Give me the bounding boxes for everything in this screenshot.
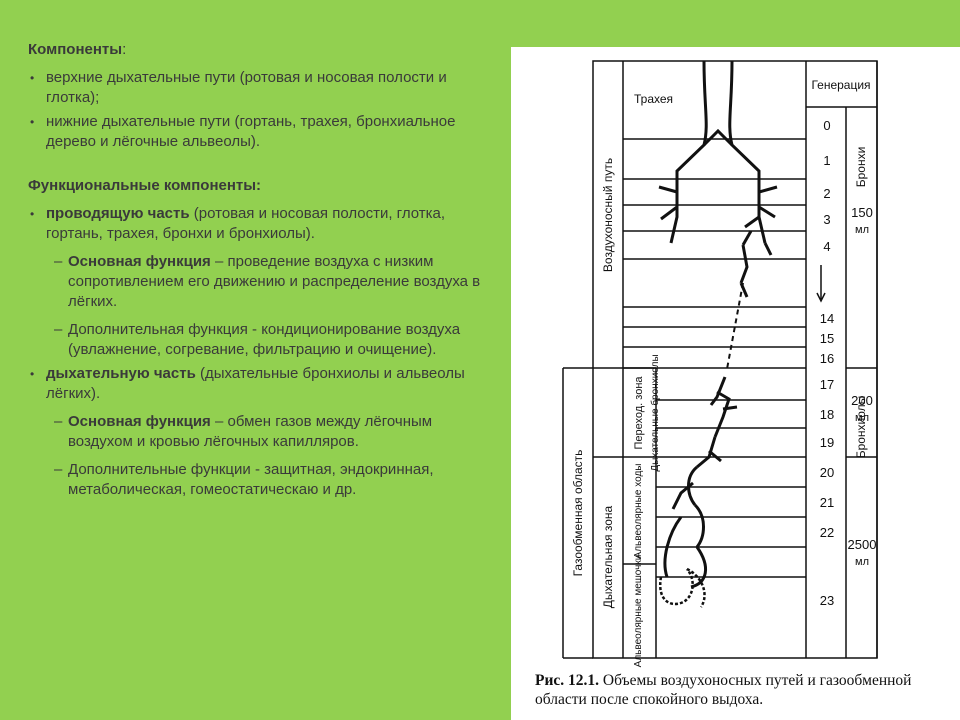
generation-14: 14: [820, 311, 834, 326]
generation-header: Генерация: [811, 78, 870, 92]
caption-text: Объемы воздухоносных путей и газообменно…: [535, 672, 912, 708]
conducting-part-item: проводящую часть (ротовая и носовая поло…: [28, 204, 498, 244]
generation-0: 0: [823, 118, 830, 133]
generation-2: 2: [823, 186, 830, 201]
generation-15: 15: [820, 331, 834, 346]
conducting-main-function: –Основная функция – проведение воздуха с…: [54, 253, 481, 310]
volume-150: 150: [851, 205, 873, 220]
respiratory-part-item: дыхательную часть (дыхательные бронхиолы…: [28, 364, 498, 404]
generation-21: 21: [820, 495, 834, 510]
generation-17: 17: [820, 377, 834, 392]
respiratory-zone-label: Дыхательная зона: [601, 505, 615, 608]
figure-caption: Рис. 12.1. Объемы воздухоносных путей и …: [535, 671, 955, 709]
components-heading: Компоненты:: [28, 41, 127, 58]
conducting-extra-function: –Дополнительная функция - кондиционирова…: [54, 321, 461, 358]
volume-2500: 2500: [848, 537, 877, 552]
generation-1: 1: [823, 153, 830, 168]
functional-heading: Функциональные компоненты:: [28, 177, 262, 194]
bronchi-label: Бронхи: [854, 147, 868, 188]
bronchioles-label: Бронхиолы: [854, 396, 868, 459]
alveolar-ducts-label: Альвеолярные ходы: [633, 464, 644, 559]
airway-figure: Трахея Генерация 0 1 2 3 4 14 15 16 17 1…: [511, 47, 960, 720]
bronchial-tree: [658, 60, 778, 589]
generation-4: 4: [823, 239, 830, 254]
trachea-label: Трахея: [634, 92, 673, 106]
generation-16: 16: [820, 351, 834, 366]
volume-200: 200: [851, 393, 873, 408]
generation-22: 22: [820, 525, 834, 540]
component-item-upper: верхние дыхательные пути (ротовая и носо…: [28, 68, 498, 108]
generation-23: 23: [820, 593, 834, 608]
airway-label: Воздухоносный путь: [601, 158, 615, 272]
caption-label: Рис. 12.1.: [535, 672, 600, 689]
slide-text: Компоненты: верхние дыхательные пути (ро…: [28, 40, 498, 504]
airway-diagram: Трахея Генерация 0 1 2 3 4 14 15 16 17 1…: [562, 60, 878, 668]
generation-20: 20: [820, 465, 834, 480]
conducting-title: проводящую часть: [46, 205, 190, 222]
alveolar-sacs-label: Альвеолярные мешочки: [633, 555, 644, 668]
generation-3: 3: [823, 212, 830, 227]
generation-18: 18: [820, 407, 834, 422]
volume-200-unit: мл: [855, 412, 869, 424]
generation-19: 19: [820, 435, 834, 450]
gas-exchange-label: Газообменная область: [571, 450, 585, 577]
respiratory-extra-function: –Дополнительные функции - защитная, эндо…: [54, 461, 434, 498]
resp-bronchioles-label: Дыхательные бронхиолы: [649, 354, 661, 471]
transition-zone-label: Переход. зона: [633, 376, 645, 450]
component-item-lower: нижние дыхательные пути (гортань, трахея…: [28, 112, 498, 152]
volume-2500-unit: мл: [855, 556, 869, 568]
respiratory-main-function: –Основная функция – обмен газов между лё…: [54, 413, 433, 450]
volume-150-unit: мл: [855, 224, 869, 236]
respiratory-title: дыхательную часть: [46, 365, 196, 382]
